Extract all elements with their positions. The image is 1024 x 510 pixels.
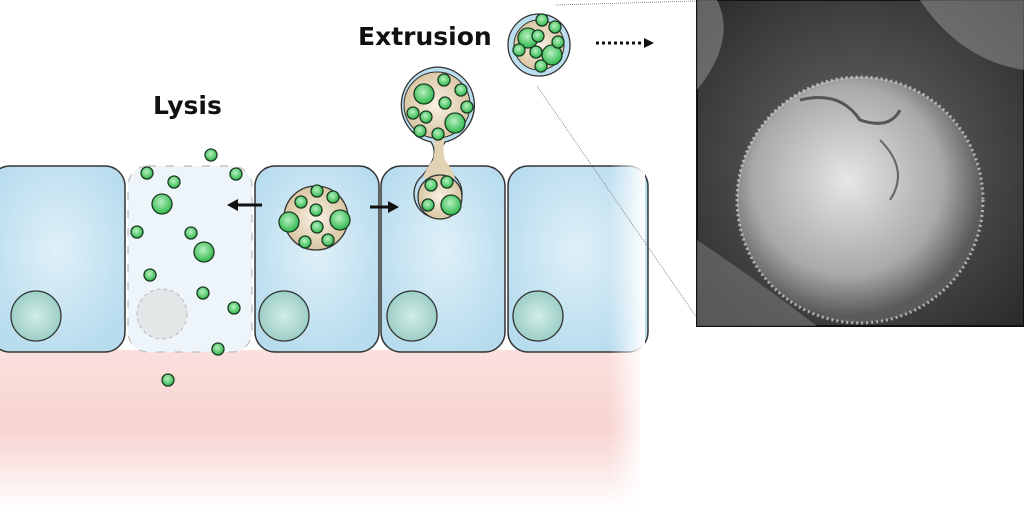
bacterium xyxy=(298,235,312,249)
bacteria xyxy=(130,13,565,387)
bacterium xyxy=(310,184,324,198)
bacterium xyxy=(196,286,210,300)
bacterium xyxy=(130,225,144,239)
bacterium xyxy=(321,233,335,247)
bacterium xyxy=(143,268,157,282)
bacterium xyxy=(512,43,526,57)
bacterium xyxy=(454,83,468,97)
right-fade xyxy=(500,150,645,510)
bacterium xyxy=(438,96,452,110)
bacterium xyxy=(193,241,215,263)
bacterium xyxy=(440,175,454,189)
bacterium xyxy=(419,110,433,124)
dotted-arrow xyxy=(596,38,654,48)
bacterium xyxy=(413,124,427,138)
zoom-lines xyxy=(536,0,698,319)
nucleus xyxy=(258,290,310,342)
bacterium xyxy=(278,211,300,233)
bacterium xyxy=(151,193,173,215)
bacterium xyxy=(227,301,241,315)
bacterium xyxy=(551,35,565,49)
bacterium xyxy=(167,175,181,189)
bacterium xyxy=(424,178,438,192)
sem-micrograph xyxy=(696,0,1024,327)
bacterium xyxy=(310,220,324,234)
bacterium xyxy=(161,373,175,387)
label-lysis: Lysis xyxy=(153,91,222,120)
bacterium xyxy=(421,198,435,212)
bacterium xyxy=(229,167,243,181)
bacterium xyxy=(531,29,545,43)
bacterium xyxy=(413,83,435,105)
bacterium xyxy=(309,203,323,217)
bacterium xyxy=(211,342,225,356)
bacterium xyxy=(184,226,198,240)
nucleus xyxy=(386,290,438,342)
bacterium xyxy=(440,194,462,216)
bacterium xyxy=(444,112,466,134)
arrow-right xyxy=(370,201,399,213)
label-extrusion: Extrusion xyxy=(358,22,492,51)
bacterium xyxy=(294,195,308,209)
bacterium xyxy=(140,166,154,180)
bacterium xyxy=(204,148,218,162)
bacterium xyxy=(431,127,445,141)
bacterium xyxy=(406,106,420,120)
bacterium xyxy=(541,44,563,66)
bacterium xyxy=(535,13,549,27)
bacterium xyxy=(437,73,451,87)
bacterium xyxy=(460,100,474,114)
bacterium xyxy=(529,45,543,59)
bacterium xyxy=(534,59,548,73)
extrusion-neck xyxy=(423,138,455,178)
bacterium xyxy=(329,209,351,231)
bacterium xyxy=(326,190,340,204)
bacterium xyxy=(548,20,562,34)
epithelial-cells xyxy=(0,150,649,510)
lysed-nucleus xyxy=(136,288,188,340)
arrow-left xyxy=(227,199,262,211)
nucleus xyxy=(10,290,62,342)
